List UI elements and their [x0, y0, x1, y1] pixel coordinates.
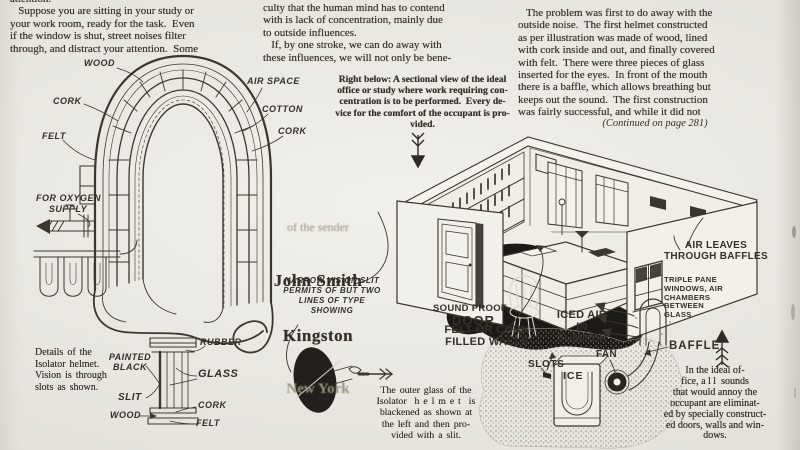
room-label-sound-proof: SOUND PROOF: [433, 303, 508, 314]
caption-right-below: Right below: A sectional view of the ide…: [335, 74, 510, 130]
slit-label-glass: GLASS: [198, 368, 239, 380]
narrow-vision-slit-note: NARROW VISION SLIT PERMITS OF BUT TWO LI…: [283, 276, 381, 315]
slit-label-slit: SLIT: [118, 392, 142, 403]
caption-outer-glass: The outer glass of the Isolator h e l m …: [376, 385, 476, 441]
article-column-1: attention. Suppose you are sitting in yo…: [10, 0, 199, 55]
room-label-door: DOOR: [452, 313, 495, 328]
slit-detail-diagram: [137, 337, 206, 425]
slit-label-painted-black: PAINTED BLACK: [108, 352, 152, 372]
vision-demo-faded-bottom: New York: [286, 381, 350, 397]
article-column-2: culty that the human mind has to contend…: [263, 2, 452, 64]
helmet-label-felt: FELT: [42, 131, 66, 141]
vision-demo-text: of the sender John Smith Kingston New Yo…: [252, 184, 384, 434]
room-label-fan: FAN: [596, 349, 617, 360]
helmet-label-cork-outer: CORK: [53, 96, 82, 106]
room-label-iced-air: ICED AIR IN SUMMER: [556, 309, 608, 344]
ideal-office-room-diagram: [396, 136, 758, 449]
isolator-helmet-diagram: [33, 54, 284, 354]
scan-edge-artifacts: [791, 226, 796, 398]
caption-slit-detail: Details of the Isolator helmet. Vision i…: [35, 347, 107, 393]
slit-label-wood: WOOD: [110, 410, 141, 420]
helmet-label-wood: WOOD: [84, 58, 115, 68]
room-label-triple-pane: TRIPLE PANE WINDOWS, AIR CHAMBERS BETWEE…: [664, 275, 723, 320]
vision-demo-line2: Kingston: [282, 326, 354, 345]
slit-label-felt: FELT: [196, 418, 220, 428]
continued-note: (Continued on page 281): [602, 118, 708, 129]
slit-label-cork: CORK: [198, 400, 227, 410]
up-arrow-ornament-icon: [714, 329, 730, 368]
vision-demo-line1: John Smith: [273, 271, 363, 290]
helmet-label-cork-inner: CORK: [278, 126, 307, 136]
helmet-label-cotton: COTTON: [262, 104, 303, 114]
room-label-ice: ICE: [563, 370, 584, 382]
vision-demo-faded-top: of the sender: [287, 220, 349, 234]
slit-label-rubber: RUBBER: [200, 337, 242, 347]
room-label-felt-walls: FELT OR CORK FILLED WALLS: [444, 324, 530, 348]
room-label-air-leaves: AIR LEAVES THROUGH BAFFLES: [664, 240, 768, 262]
article-column-3: The problem was first to do away with th…: [518, 7, 715, 119]
helmet-label-air-space: AIR SPACE: [247, 76, 300, 86]
blackened-glass-diagram: [286, 211, 393, 413]
room-label-slots: SLOTS: [528, 359, 565, 370]
helmet-label-oxygen-supply: FOR OXYGEN SUPPLY: [36, 193, 102, 214]
down-arrow-ornament-icon: [410, 132, 426, 169]
caption-ideal-office: In the ideal of- fice, a l l sounds that…: [663, 365, 767, 442]
room-label-baffle: BAFFLE: [669, 340, 721, 352]
